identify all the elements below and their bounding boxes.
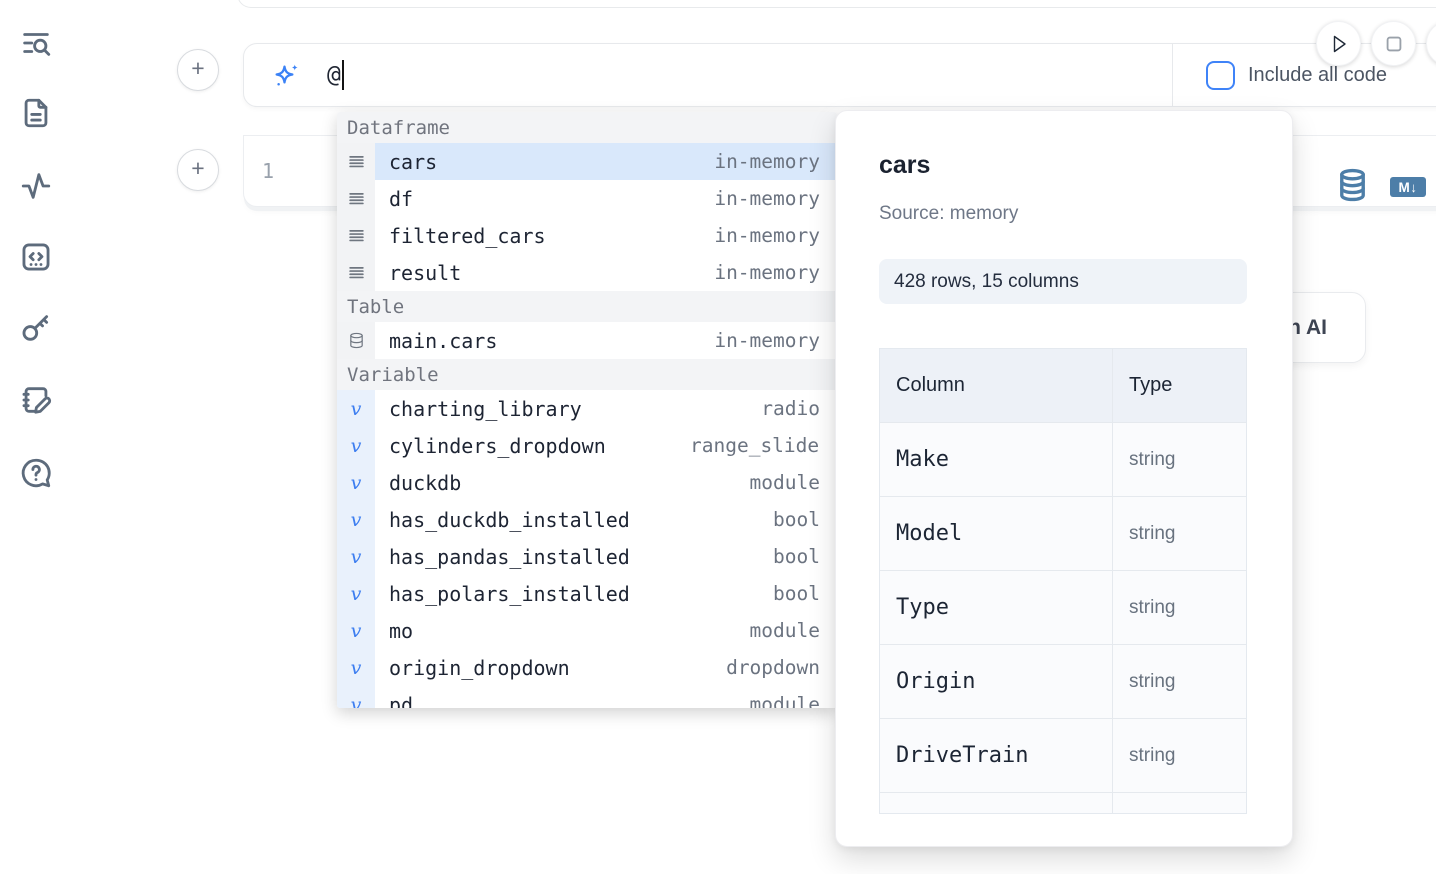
include-all-code-label: Include all code <box>1248 63 1387 86</box>
code-square-icon[interactable] <box>16 237 56 277</box>
item-name: duckdb <box>389 470 462 495</box>
list-search-icon[interactable] <box>16 23 56 63</box>
left-sidebar <box>0 0 70 874</box>
item-type: range_slider <box>690 434 820 457</box>
autocomplete-item-filtered_cars[interactable]: filtered_cars in-memory <box>337 217 837 254</box>
item-type: module <box>749 693 820 708</box>
item-name: charting_library <box>389 396 582 421</box>
autocomplete-item-main.cars[interactable]: main.cars in-memory <box>337 322 837 359</box>
autocomplete-item-charting_library[interactable]: v charting_library radio <box>337 390 837 427</box>
markdown-icon[interactable]: M↓ <box>1390 177 1426 197</box>
include-all-code-checkbox[interactable] <box>1206 60 1235 90</box>
item-name: origin_dropdown <box>389 655 570 680</box>
autocomplete-section-header: Dataframe <box>337 112 837 143</box>
file-text-icon[interactable] <box>16 93 56 133</box>
variable-icon: v <box>350 545 362 568</box>
help-bubble-icon[interactable] <box>16 453 56 493</box>
ai-sparkle-icon <box>272 61 302 96</box>
autocomplete-item-has_duckdb_installed[interactable]: v has_duckdb_installed bool <box>337 501 837 538</box>
item-name: cars <box>389 149 438 174</box>
item-name: mo <box>389 618 414 643</box>
item-name: has_duckdb_installed <box>389 507 630 532</box>
item-type: module <box>749 619 820 642</box>
autocomplete-item-pd[interactable]: v pd module <box>337 686 837 708</box>
autocomplete-item-cars[interactable]: cars in-memory <box>337 143 837 180</box>
item-name: filtered_cars <box>389 223 546 248</box>
item-type: module <box>749 471 820 494</box>
item-name: has_polars_installed <box>389 581 630 606</box>
variable-icon: v <box>350 397 362 420</box>
variable-icon: v <box>350 508 362 531</box>
autocomplete-section-header: Table <box>337 291 837 322</box>
item-type: in-memory <box>714 150 820 173</box>
input-divider <box>1172 44 1173 106</box>
autocomplete-item-duckdb[interactable]: v duckdb module <box>337 464 837 501</box>
autocomplete-item-origin_dropdown[interactable]: v origin_dropdown dropdown <box>337 649 837 686</box>
autocomplete-item-cylinders_dropdown[interactable]: v cylinders_dropdown range_slider <box>337 427 837 464</box>
run-cell-button[interactable] <box>1316 21 1361 66</box>
autocomplete-item-df[interactable]: df in-memory <box>337 180 837 217</box>
table-icon <box>349 332 363 349</box>
key-icon[interactable] <box>16 308 56 348</box>
dataframe-icon <box>348 230 364 242</box>
line-number: 1 <box>262 159 275 183</box>
variable-icon: v <box>350 471 362 494</box>
ai-prompt-cell[interactable]: @ Include all code <box>243 43 1436 107</box>
item-type: bool <box>773 582 820 605</box>
item-name: pd <box>389 692 414 709</box>
item-name: has_pandas_installed <box>389 544 630 569</box>
ai-prompt-input[interactable]: @ <box>327 44 344 106</box>
item-name: main.cars <box>389 328 498 353</box>
item-type: bool <box>773 508 820 531</box>
variable-icon: v <box>350 656 362 679</box>
variable-icon: v <box>350 693 362 709</box>
item-type: in-memory <box>714 261 820 284</box>
text-cursor <box>341 60 344 90</box>
variable-icon: v <box>350 434 362 457</box>
autocomplete-item-has_polars_installed[interactable]: v has_polars_installed bool <box>337 575 837 612</box>
autocomplete-item-result[interactable]: result in-memory <box>337 254 837 291</box>
play-icon <box>1333 35 1346 52</box>
dataframe-icon <box>348 156 364 168</box>
add-cell-button-bottom[interactable]: + <box>177 149 219 191</box>
add-cell-button-top[interactable]: + <box>177 49 219 91</box>
variable-icon: v <box>350 619 362 642</box>
autocomplete-item-has_pandas_installed[interactable]: v has_pandas_installed bool <box>337 538 837 575</box>
dataset-preview-panel: cars Source: memory 428 rows, 15 columns… <box>835 110 1293 847</box>
stop-button[interactable] <box>1371 21 1416 66</box>
stop-icon <box>1386 36 1401 51</box>
database-icon[interactable] <box>1337 167 1368 208</box>
item-type: radio <box>761 397 820 420</box>
dataframe-icon <box>348 267 364 279</box>
dataframe-icon <box>348 193 364 205</box>
preview-source: Source: memory <box>879 203 1019 224</box>
autocomplete-section-header: Variable <box>337 359 837 390</box>
item-type: bool <box>773 545 820 568</box>
item-type: in-memory <box>714 224 820 247</box>
variable-icon: v <box>350 582 362 605</box>
previous-cell-edge <box>237 0 1436 8</box>
item-name: cylinders_dropdown <box>389 433 606 458</box>
item-type: in-memory <box>714 187 820 210</box>
item-type: dropdown <box>726 656 820 679</box>
shape-badge: 428 rows, 15 columns <box>879 259 1247 304</box>
notebook-pen-icon[interactable] <box>16 380 56 420</box>
item-type: in-memory <box>714 329 820 352</box>
preview-title: cars <box>879 151 931 179</box>
schema-row-partial <box>880 792 1246 813</box>
activity-icon[interactable] <box>16 166 56 206</box>
autocomplete-item-mo[interactable]: v mo module <box>337 612 837 649</box>
item-name: df <box>389 186 414 211</box>
item-name: result <box>389 260 462 285</box>
